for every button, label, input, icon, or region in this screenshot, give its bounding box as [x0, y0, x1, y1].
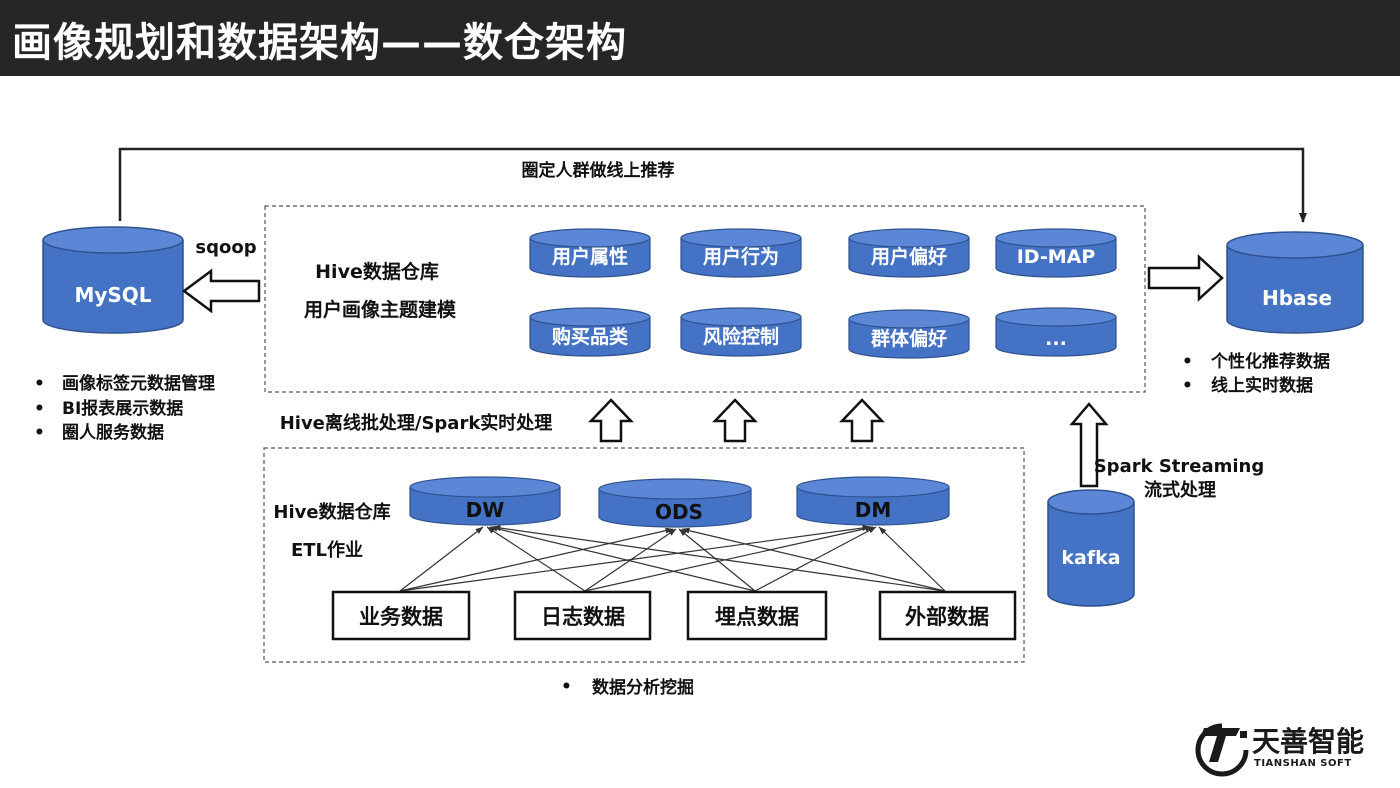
- hbase-bullet-2: 线上实时数据: [1211, 375, 1313, 396]
- svg-text:•: •: [1182, 376, 1193, 396]
- cylinder-ods: ODS: [598, 478, 752, 528]
- svg-text:•: •: [1182, 352, 1193, 372]
- cylinder-dw: DW: [409, 476, 561, 526]
- cylinder-id-map: ID-MAP: [995, 228, 1117, 278]
- up-arrow-1: [588, 398, 634, 443]
- kafka-label: kafka: [1061, 547, 1120, 569]
- svg-text:购买品类: 购买品类: [552, 325, 628, 348]
- svg-text:•: •: [34, 423, 45, 443]
- cylinder-risk-control: 风险控制: [680, 307, 802, 357]
- bottom-bullet: 数据分析挖掘: [592, 677, 694, 698]
- top-connector-line: [118, 147, 1307, 223]
- title-bar: 画像规划和数据架构——数仓架构: [0, 0, 1400, 76]
- top-connector-label: 圈定人群做线上推荐: [522, 160, 675, 181]
- cylinder-purchase-category: 购买品类: [529, 307, 651, 357]
- source-box-log: 日志数据: [513, 590, 652, 641]
- svg-text:用户行为: 用户行为: [703, 245, 779, 268]
- cylinder-group-preference: 群体偏好: [848, 309, 970, 359]
- svg-text:群体偏好: 群体偏好: [870, 327, 947, 350]
- page-title: 画像规划和数据架构——数仓架构: [12, 20, 627, 66]
- cylinder-user-preference: 用户偏好: [848, 228, 970, 278]
- brand-name-en: TIANSHAN SOFT: [1254, 758, 1352, 769]
- hbase-arrow: [1147, 254, 1224, 302]
- source-box-business: 业务数据: [331, 590, 471, 641]
- svg-text:外部数据: 外部数据: [905, 605, 989, 629]
- kafka-cylinder: kafka: [1047, 489, 1135, 607]
- brand-logo: 天善智能 TIANSHAN SOFT: [1195, 723, 1364, 777]
- brand-name-cn: 天善智能: [1252, 725, 1364, 758]
- hbase-bullets: • 个性化推荐数据 • 线上实时数据: [1182, 351, 1330, 396]
- up-arrow-2: [712, 398, 758, 443]
- svg-text:DM: DM: [855, 498, 892, 522]
- svg-text:业务数据: 业务数据: [359, 605, 443, 629]
- svg-text:•: •: [34, 399, 45, 419]
- hbase-bullet-1: 个性化推荐数据: [1210, 351, 1330, 372]
- cylinder-more: ...: [995, 307, 1117, 357]
- hive-upper-container: [264, 205, 1146, 393]
- kafka-up-arrow: [1069, 402, 1109, 488]
- hive-upper-title: Hive数据仓库: [315, 260, 439, 283]
- stream-processing-label: 流式处理: [1144, 479, 1216, 501]
- svg-text:•: •: [34, 374, 45, 394]
- hbase-label: Hbase: [1262, 286, 1332, 310]
- mysql-bullet-1: 画像标签元数据管理: [62, 373, 215, 394]
- mysql-bullet-3: 圈人服务数据: [62, 422, 164, 443]
- hive-upper-cylinders: 用户属性 用户行为 用户偏好 ID-MAP 购买品类 风险控制: [529, 228, 1117, 359]
- up-arrow-3: [839, 398, 885, 443]
- sqoop-arrow: [181, 268, 261, 314]
- svg-text:ODS: ODS: [655, 500, 703, 524]
- svg-text:用户偏好: 用户偏好: [871, 245, 947, 268]
- mysql-bullet-2: BI报表展示数据: [62, 398, 183, 419]
- mysql-cylinder: MySQL: [42, 226, 184, 334]
- source-box-external: 外部数据: [878, 590, 1017, 641]
- mysql-bullets: • 画像标签元数据管理 • BI报表展示数据 • 圈人服务数据: [34, 373, 215, 443]
- svg-text:DW: DW: [466, 498, 505, 522]
- brand-mark-icon: [1195, 723, 1249, 777]
- cylinder-user-behavior: 用户行为: [680, 228, 802, 278]
- hive-lower-container: [263, 447, 1025, 663]
- svg-text:用户属性: 用户属性: [552, 245, 628, 268]
- hive-lower-title: Hive数据仓库: [273, 501, 390, 523]
- svg-text:•: •: [561, 677, 572, 697]
- spark-streaming-label: Spark Streaming: [1094, 456, 1265, 477]
- svg-text:风险控制: 风险控制: [703, 325, 779, 348]
- svg-text:ID-MAP: ID-MAP: [1017, 246, 1096, 268]
- hive-lower-subtitle: ETL作业: [291, 539, 363, 561]
- etl-arrows: [399, 525, 946, 592]
- processing-label: Hive离线批处理/Spark实时处理: [280, 412, 553, 434]
- mysql-label: MySQL: [74, 283, 151, 307]
- svg-text:埋点数据: 埋点数据: [715, 605, 799, 629]
- cylinder-dm: DM: [796, 476, 950, 526]
- cylinder-user-attributes: 用户属性: [529, 228, 651, 278]
- sqoop-label: sqoop: [195, 237, 256, 258]
- hbase-cylinder: Hbase: [1226, 231, 1364, 334]
- source-box-tracking: 埋点数据: [686, 590, 828, 641]
- svg-text:...: ...: [1045, 328, 1067, 350]
- svg-text:日志数据: 日志数据: [541, 605, 625, 629]
- hive-upper-subtitle: 用户画像主题建模: [304, 298, 457, 321]
